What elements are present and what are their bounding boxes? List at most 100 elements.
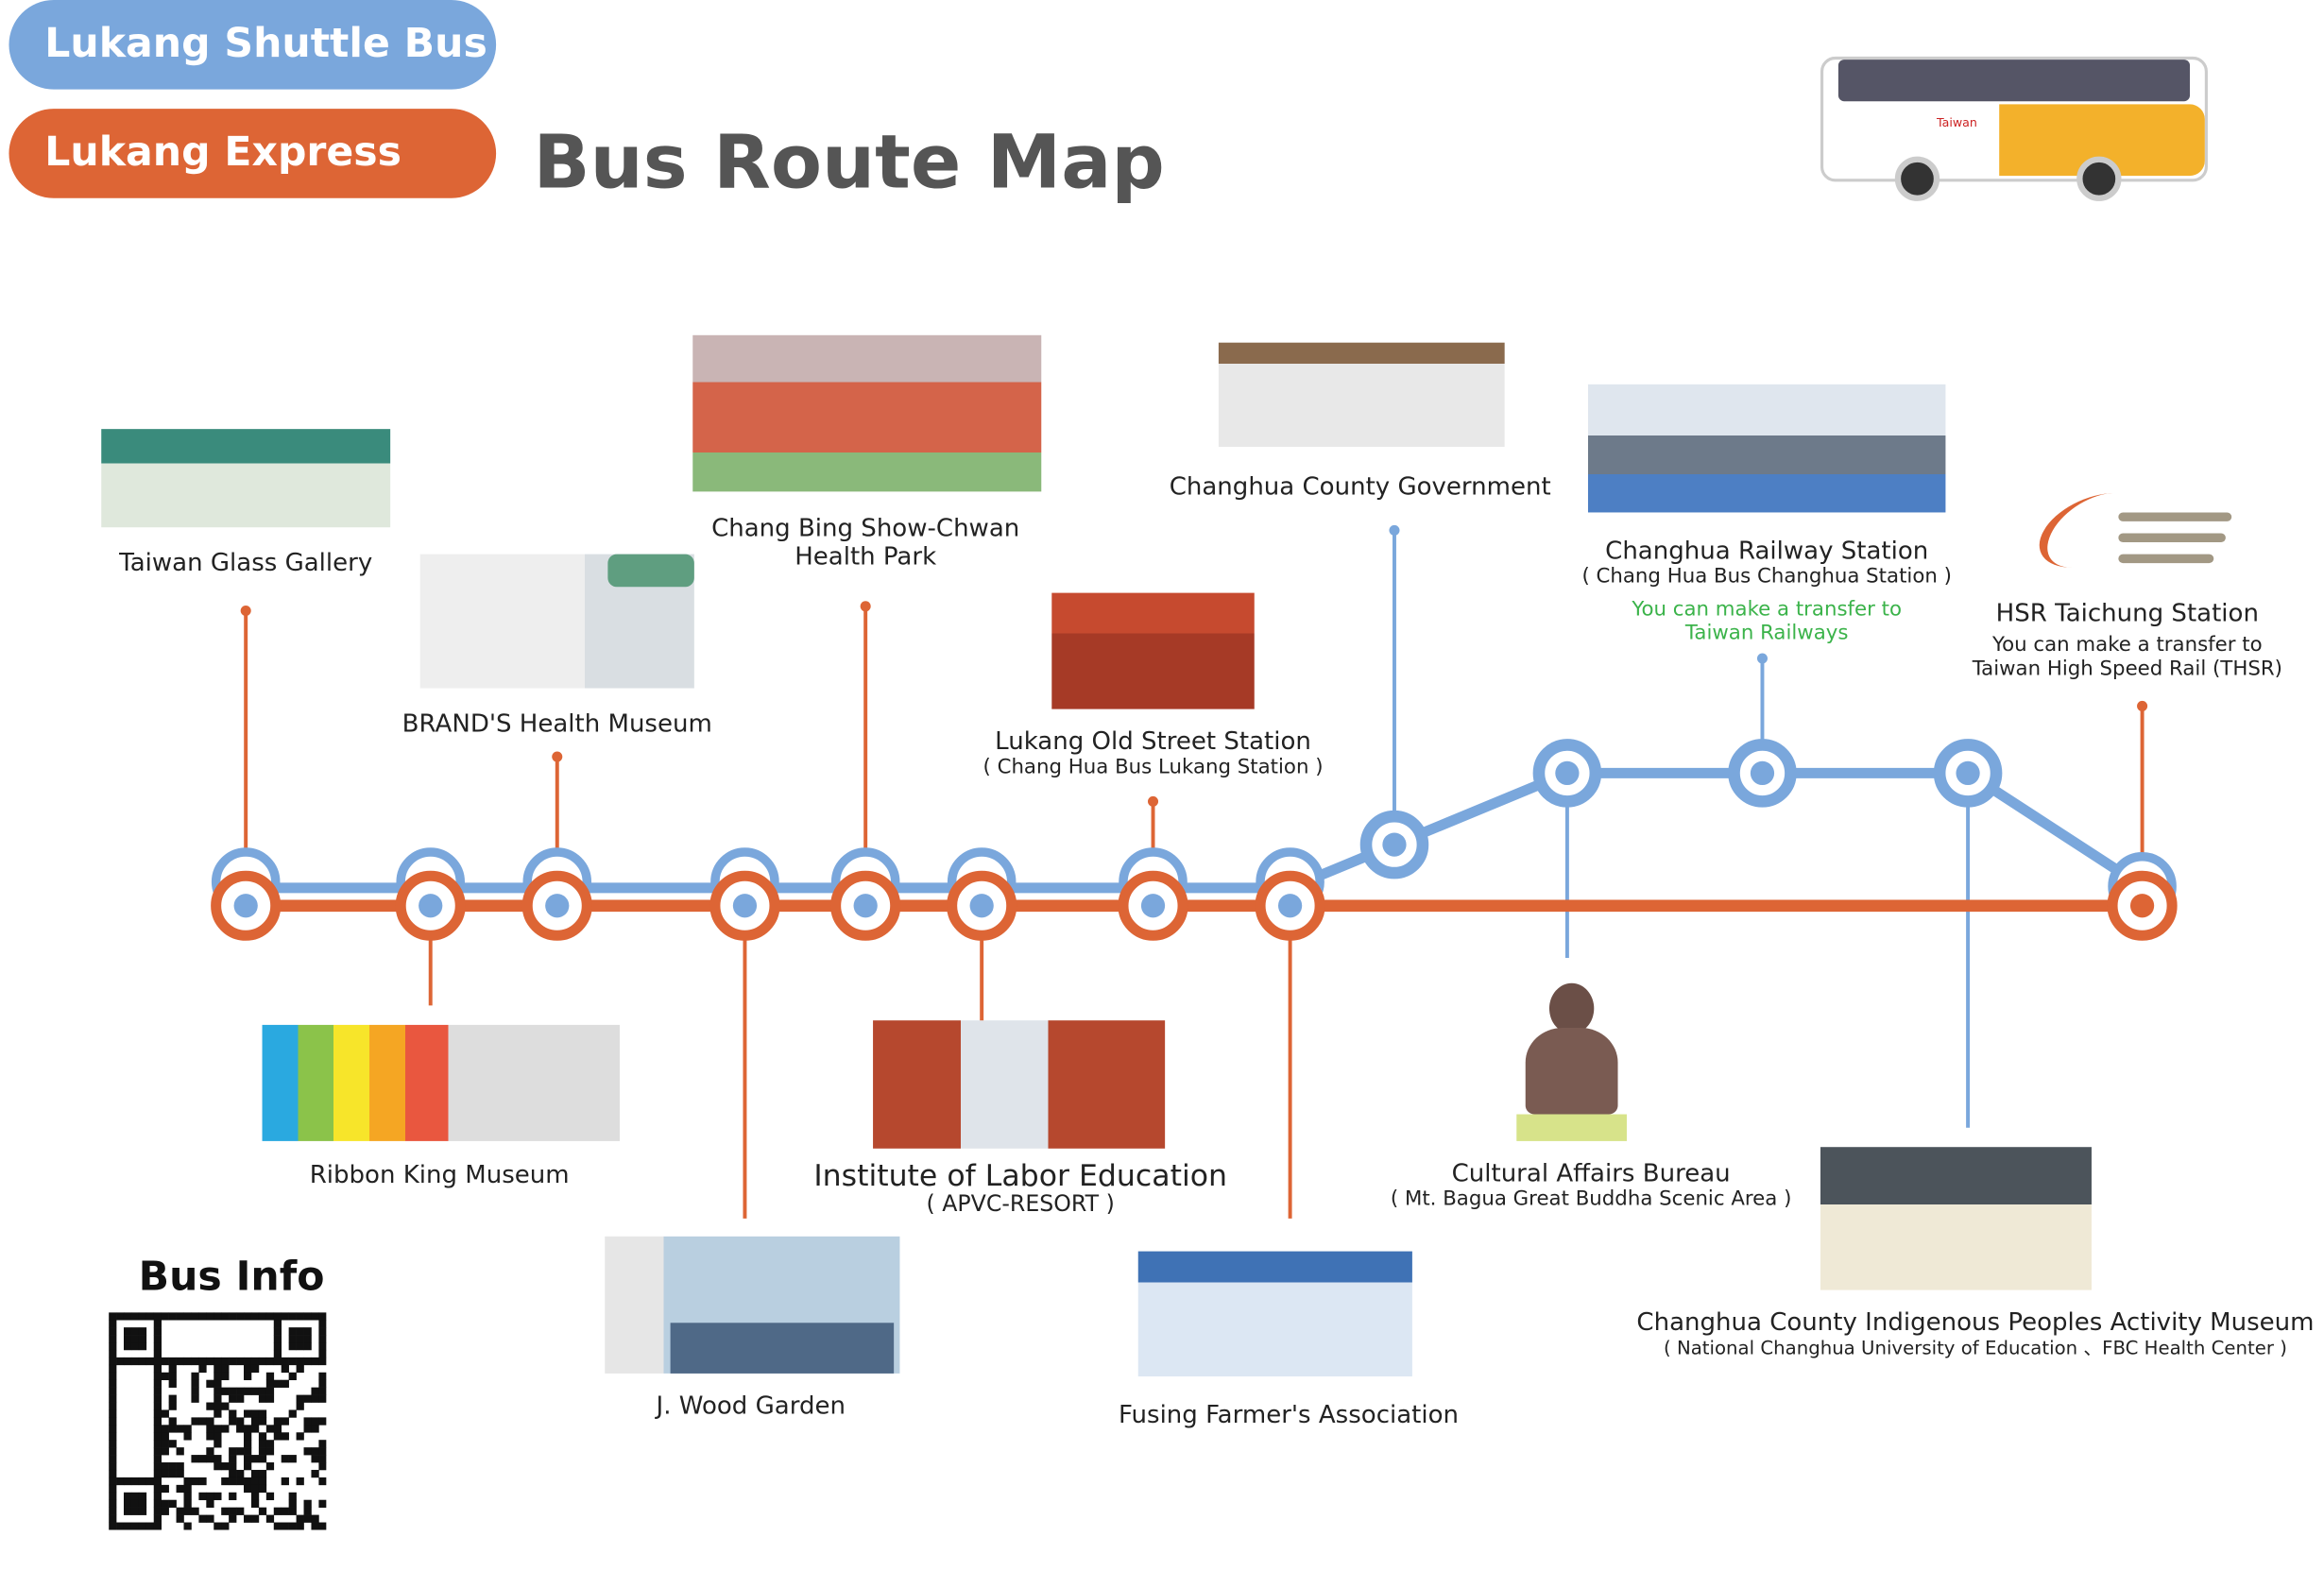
qr-module xyxy=(288,1522,297,1530)
qr-module xyxy=(229,1357,237,1366)
bus-logo-text: Taiwan xyxy=(1936,115,1977,130)
stop-center xyxy=(853,894,878,918)
labor-institute-image xyxy=(873,1020,1166,1149)
qr-module xyxy=(153,1394,162,1403)
qr-module xyxy=(236,1417,245,1426)
qr-module xyxy=(288,1507,297,1515)
qr-module xyxy=(288,1455,297,1463)
qr-module xyxy=(229,1417,237,1426)
qr-module xyxy=(250,1387,260,1395)
qr-module xyxy=(288,1492,297,1501)
qr-module xyxy=(229,1462,237,1471)
station-label-taiwan-glass-gallery: Taiwan Glass Gallery xyxy=(119,548,373,577)
qr-module xyxy=(168,1440,177,1448)
qr-module xyxy=(221,1507,230,1515)
qr-module xyxy=(183,1492,192,1501)
qr-module xyxy=(229,1455,237,1463)
label-sub: ( Chang Hua Bus Changhua Station ) xyxy=(1581,564,1952,589)
qr-module xyxy=(130,1499,140,1508)
qr-module xyxy=(109,1440,117,1448)
qr-module xyxy=(273,1312,282,1321)
qr-module xyxy=(318,1447,327,1456)
chang-bing-image xyxy=(692,334,1042,492)
qr-module xyxy=(221,1522,230,1530)
qr-module xyxy=(318,1499,327,1508)
qr-module xyxy=(288,1357,297,1366)
qr-module xyxy=(138,1492,147,1501)
qr-module xyxy=(214,1455,222,1463)
qr-module xyxy=(258,1484,267,1494)
qr-module xyxy=(258,1447,267,1456)
qr-module xyxy=(214,1372,222,1381)
qr-module xyxy=(176,1312,184,1321)
qr-module xyxy=(123,1492,132,1501)
qr-module xyxy=(265,1492,275,1501)
qr-module xyxy=(258,1312,267,1321)
qr-module xyxy=(168,1499,177,1508)
qr-module xyxy=(250,1484,260,1494)
taiwan-glass-gallery-image xyxy=(101,429,391,528)
qr-module xyxy=(153,1432,162,1441)
qr-module xyxy=(168,1372,177,1381)
qr-module xyxy=(130,1477,140,1486)
qr-module xyxy=(168,1394,177,1403)
qr-module xyxy=(318,1335,327,1343)
qr-module xyxy=(138,1522,147,1530)
qr-module xyxy=(244,1477,252,1486)
qr-module xyxy=(311,1455,319,1463)
connector-dot xyxy=(240,606,251,617)
qr-module xyxy=(281,1312,289,1321)
qr-module xyxy=(296,1357,304,1366)
qr-module xyxy=(318,1327,327,1336)
qr-module xyxy=(318,1455,327,1463)
qr-module xyxy=(318,1357,327,1366)
bus-info-qr-code[interactable] xyxy=(109,1312,327,1530)
qr-module xyxy=(109,1379,117,1388)
qr-module xyxy=(229,1492,237,1501)
qr-module xyxy=(168,1312,177,1321)
qr-module xyxy=(109,1522,117,1530)
qr-module xyxy=(303,1417,312,1426)
stop-center xyxy=(969,894,994,918)
qr-module xyxy=(206,1499,214,1508)
qr-module xyxy=(318,1372,327,1381)
qr-module xyxy=(153,1507,162,1515)
qr-module xyxy=(236,1507,245,1515)
qr-module xyxy=(244,1484,252,1494)
qr-module xyxy=(153,1372,162,1381)
qr-module xyxy=(318,1320,327,1328)
qr-module xyxy=(265,1440,275,1448)
qr-module xyxy=(236,1469,245,1478)
county-government-image xyxy=(1218,342,1505,448)
qr-module xyxy=(109,1372,117,1381)
qr-module xyxy=(123,1507,132,1515)
qr-module xyxy=(206,1425,214,1433)
qr-module xyxy=(176,1514,184,1523)
qr-module xyxy=(250,1312,260,1321)
shuttle-stop-center xyxy=(1956,760,1980,786)
qr-module xyxy=(221,1372,230,1381)
qr-module xyxy=(303,1447,312,1456)
qr-module xyxy=(183,1312,192,1321)
qr-module xyxy=(281,1357,289,1366)
brands-museum-image xyxy=(419,554,694,689)
qr-module xyxy=(265,1425,275,1433)
qr-module xyxy=(168,1357,177,1366)
shuttle-stop-center xyxy=(1382,832,1407,857)
qr-module xyxy=(123,1342,132,1351)
qr-module xyxy=(288,1327,297,1336)
qr-module xyxy=(273,1379,282,1388)
qr-module xyxy=(168,1425,177,1433)
qr-module xyxy=(153,1455,162,1463)
qr-module xyxy=(288,1499,297,1508)
qr-module xyxy=(281,1364,289,1374)
qr-module xyxy=(176,1425,184,1433)
qr-module xyxy=(116,1477,125,1486)
label-name: Changhua County Indigenous Peoples Activ… xyxy=(1636,1307,2315,1337)
transfer-note-1: You can make a transfer to xyxy=(1632,597,1903,622)
qr-module xyxy=(153,1320,162,1328)
station-label-labor-institute: Institute of Labor Education( APVC-RESOR… xyxy=(813,1159,1227,1216)
qr-module xyxy=(109,1499,117,1508)
qr-module xyxy=(198,1455,207,1463)
qr-module xyxy=(153,1514,162,1523)
